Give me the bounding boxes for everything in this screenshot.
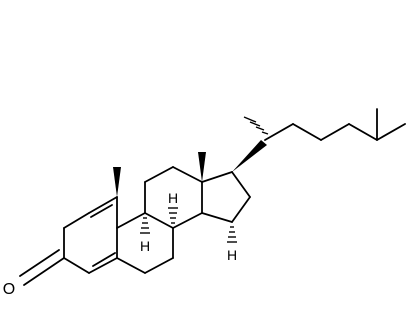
atom-labels: O H H H — [2, 190, 237, 298]
bond-side-4 — [348, 123, 378, 141]
bond-b1 — [116, 212, 146, 229]
bond-c1-c2 — [88, 196, 118, 214]
bond-d-4 — [201, 212, 233, 223]
bond-d-1 — [201, 171, 233, 183]
bond-side-2 — [292, 123, 322, 141]
hash-c14-h — [227, 226, 237, 243]
bond-side-3 — [320, 123, 350, 141]
stereo-bonds — [113, 116, 269, 243]
bond-c3-o-inner — [19, 249, 60, 277]
bond-c-3 — [172, 166, 203, 183]
bond-d-2 — [231, 171, 251, 198]
bond-c-2 — [144, 166, 174, 183]
hash-c9-h — [140, 217, 150, 234]
oxygen-label: O — [3, 281, 15, 298]
hash-c20-methyl — [243, 116, 269, 135]
bond-b2 — [144, 212, 174, 229]
bond-side-1 — [264, 123, 294, 141]
bond-c1-c2-inner — [90, 204, 113, 218]
h-label-c9: H — [140, 238, 150, 254]
bond-c3-o — [23, 257, 65, 286]
wedge-c13-methyl — [198, 152, 206, 182]
bond-c5-c6-inner — [92, 252, 116, 267]
bond-side-5 — [376, 123, 406, 141]
wedge-c17-chain — [232, 140, 267, 172]
bonds — [19, 108, 406, 286]
bond-c-5 — [172, 212, 203, 229]
hash-c8-h — [168, 207, 178, 224]
bond-b4 — [144, 257, 174, 274]
bond-c4-c5 — [63, 257, 90, 274]
bond-b5 — [116, 257, 146, 274]
bond-c2-c3 — [63, 212, 90, 229]
h-label-c8: H — [168, 190, 178, 206]
h-label-c14: H — [227, 247, 237, 263]
bond-c5-c6 — [88, 257, 118, 274]
wedge-c10-methyl — [113, 167, 121, 197]
bond-d-3 — [231, 196, 251, 223]
